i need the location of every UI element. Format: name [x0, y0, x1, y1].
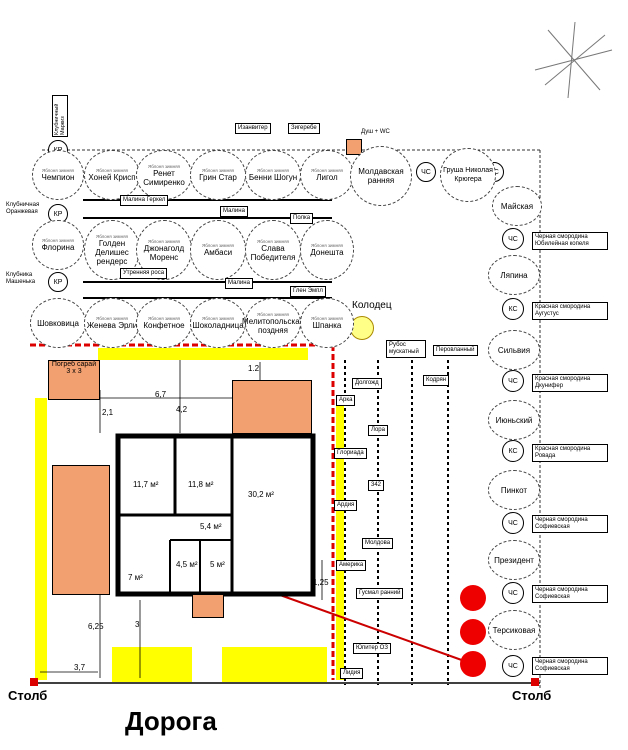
shed: Погреб сарай 3 х 3	[48, 360, 100, 400]
rasp-5: Малина	[225, 278, 253, 289]
right-code-5: ЧС	[502, 512, 524, 534]
top-label-1: Изанвитер	[235, 123, 271, 134]
room-7: 5 м²	[210, 560, 225, 569]
shower-label: Душ + WC	[360, 129, 391, 136]
left-tag-3: Клубника Машенька	[5, 272, 45, 286]
room-6: 4,5 м²	[176, 560, 198, 569]
left-tag-2: Клубничная Оранжевая	[5, 202, 45, 216]
straw-1: Рубос мускатный	[386, 340, 426, 358]
right-code-3: ЧС	[502, 370, 524, 392]
code-kr-3: КР	[48, 272, 68, 292]
room-3: 30,2 м²	[248, 490, 274, 499]
garage	[52, 465, 110, 595]
compass-icon	[534, 21, 613, 99]
terrace	[232, 380, 312, 434]
rasp-3: Полка	[290, 213, 314, 224]
right-label-6: Черная смородина Софиевская	[532, 585, 608, 603]
code-chs-1: ЧС	[416, 162, 436, 182]
rasp-6: Глен Эмпл	[290, 286, 326, 297]
right-label-1: Черная смородина Юбилейная копеля	[532, 232, 608, 250]
right-code-4: КС	[502, 440, 524, 462]
right-label-5: Черная смородина Софиевская	[532, 515, 608, 533]
dim-3: 2,1	[102, 408, 114, 417]
rasp-4: Утренняя роса	[120, 268, 168, 279]
right-label-4: Красная смородина Ровада	[532, 444, 608, 462]
right-code-1: ЧС	[502, 228, 524, 250]
grape-3: Лора	[368, 425, 388, 436]
grape-9: Америка	[336, 560, 367, 571]
tree-row3-1: Шовковица	[30, 298, 86, 348]
well-icon	[350, 316, 374, 340]
room-4: 5,4 м²	[200, 522, 222, 531]
right-code-2: КС	[502, 298, 524, 320]
tree-right-3: Июньский	[488, 400, 540, 440]
dim-8: 1,25	[313, 578, 329, 587]
room-1: 11,7 м²	[133, 480, 159, 489]
dim-6: 3,7	[74, 663, 86, 672]
well-label: Колодец	[352, 300, 392, 311]
tree-right-5: Президент	[488, 540, 540, 580]
tree-right-4: Пинкот	[488, 470, 540, 510]
rasp-2: Малина	[220, 206, 248, 217]
grape-4: Арка	[336, 395, 356, 406]
right-label-7: Черная смородина Софиевская	[532, 657, 608, 675]
grape-10: Гусмал ранний	[356, 588, 404, 599]
grape-8: Молдова	[362, 538, 394, 549]
grape-7: Ардия	[334, 500, 358, 511]
tree-row1-7: Молдавская ранняя	[350, 146, 412, 206]
left-tag-1: Клубничный Маркиз	[52, 95, 68, 137]
dim-1: 6,7	[155, 390, 167, 399]
dim-7: 3	[135, 620, 140, 629]
dim-2: 4,2	[176, 405, 188, 414]
tree-right-1: Ляпина	[488, 255, 540, 295]
grape-1: Долгожд	[352, 378, 382, 389]
grape-11: Юпитер ОЗ	[353, 643, 391, 654]
top-label-2: Зигеребе	[288, 123, 320, 134]
road-label: Дорога	[125, 706, 217, 736]
grape-6: 342	[368, 480, 385, 491]
tree-row1-8: Груша Николая Крюгера	[440, 148, 496, 202]
right-code-6: ЧС	[502, 582, 524, 604]
room-2: 11,8 м²	[188, 480, 214, 489]
right-label-2: Красная смородина Аугустус	[532, 302, 608, 320]
shed-label: Погреб сарай 3 х 3	[51, 361, 97, 375]
tree-row1-9: Майская	[492, 186, 542, 226]
straw-2: Перовланный	[433, 345, 478, 356]
porch	[192, 594, 224, 618]
shower-box	[346, 139, 362, 155]
right-label-3: Красная смородина Дкунифер	[532, 374, 608, 392]
rasp-1: Малина Геркел	[120, 195, 169, 206]
dim-5: 6,25	[88, 622, 104, 631]
tree-right-2: Сильвия	[488, 330, 540, 370]
right-code-7: ЧС	[502, 655, 524, 677]
grape-12: Лидия	[340, 668, 364, 679]
grape-2: Кодрян	[423, 375, 450, 386]
pole-left: Столб	[8, 688, 48, 703]
tree-right-6: Терсиковая	[488, 610, 540, 650]
pole-right: Столб	[512, 688, 552, 703]
grape-5: Глориада	[334, 448, 367, 459]
dim-4: 1.2	[248, 364, 260, 373]
room-5: 7 м²	[128, 573, 143, 582]
